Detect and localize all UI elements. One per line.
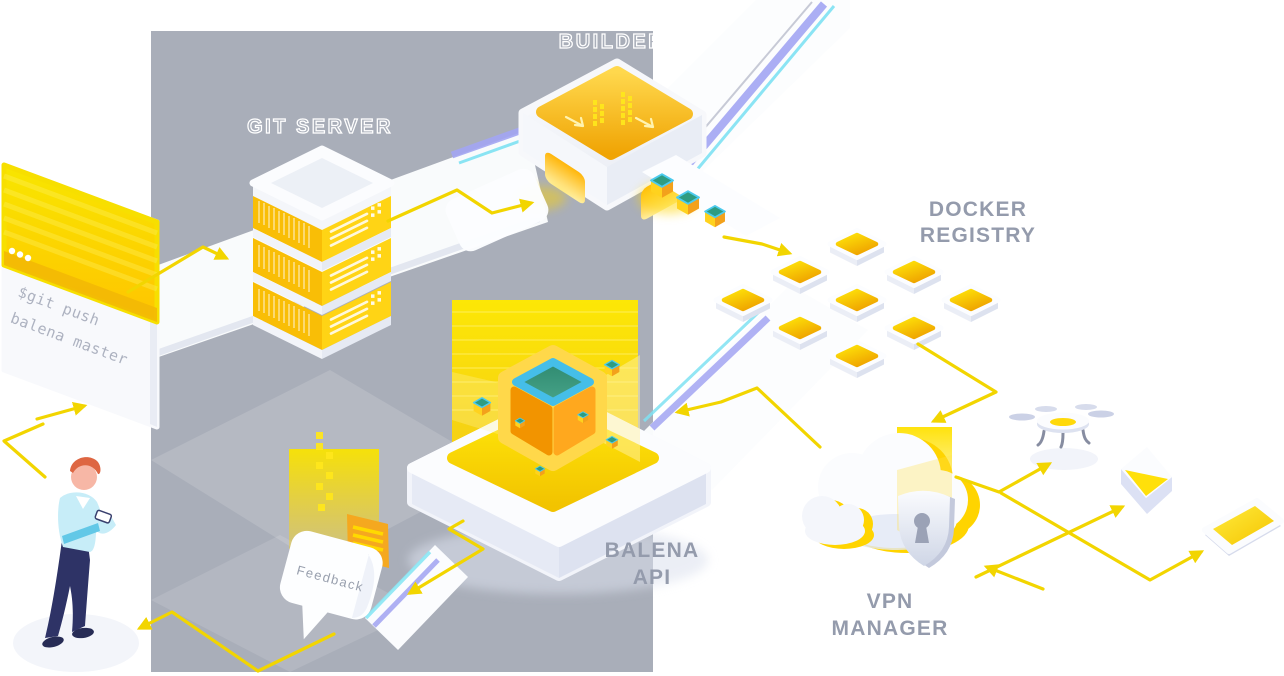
feedback-code-bars [316, 432, 333, 511]
mail-envelope-icon [1121, 447, 1172, 514]
balena-api-label-line1: BALENA [605, 539, 700, 562]
terminal-window: $git push balena master [1, 162, 160, 430]
builder-label: BUILDER [559, 31, 665, 53]
git-server-label: GIT SERVER [247, 116, 393, 138]
floor-sheen [151, 535, 420, 672]
phone-in-hand [94, 509, 113, 524]
speech-bubble-icon [279, 530, 383, 640]
window-dots [8, 247, 32, 262]
balena-api-label-line2: API [633, 566, 672, 589]
feedback-icon: Feedback [279, 432, 468, 650]
docker-registry-label-line1: DOCKER [929, 198, 1027, 221]
builder-flow-chevrons [564, 115, 655, 129]
ribbon-builder-output [642, 155, 780, 236]
ribbon-feedback [364, 545, 468, 650]
shield-lock-icon [898, 490, 955, 568]
balena-api-icon [407, 300, 711, 594]
docker-registry-label-line2: REGISTRY [920, 224, 1036, 247]
smartphone-icon [1202, 498, 1284, 556]
flow-arrow-icon [2, 188, 1205, 673]
vpn-manager-label-line1: VPN [867, 590, 914, 613]
drone-icon [1009, 404, 1114, 470]
commit-card [445, 168, 549, 252]
vpn-manager-icon [802, 427, 980, 568]
git-server-icon [249, 145, 395, 361]
drone-shadow [1030, 448, 1098, 470]
vpn-manager-label-line2: MANAGER [832, 617, 949, 640]
builder-code-bars [593, 92, 632, 126]
person-icon [13, 457, 139, 672]
